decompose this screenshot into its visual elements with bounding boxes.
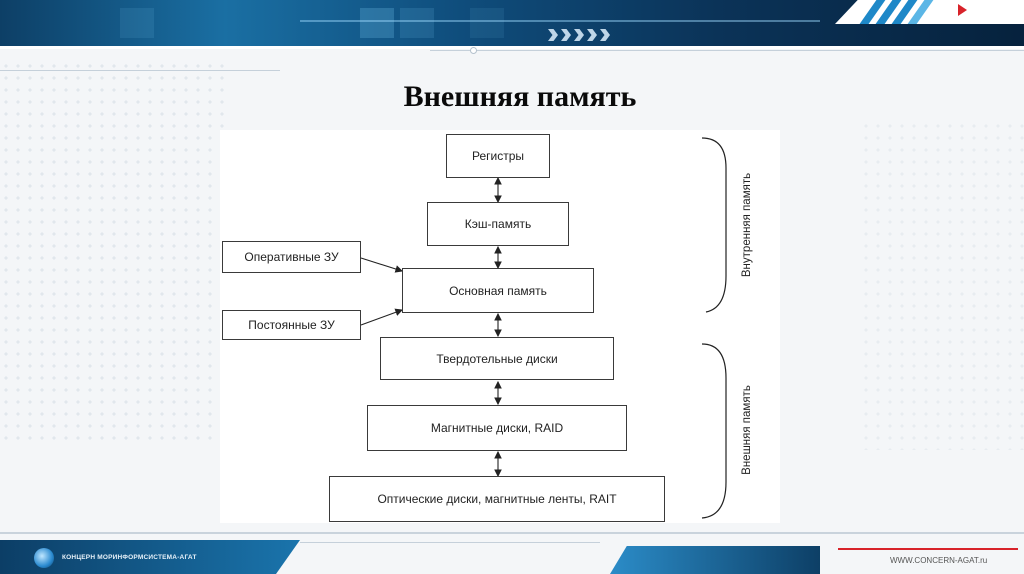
node-cache: Кэш-память: [427, 202, 569, 246]
node-ram: Оперативные ЗУ: [222, 241, 361, 273]
banner-tile: [400, 8, 434, 38]
red-triangle-icon: [958, 4, 967, 16]
banner-tile: [120, 8, 154, 38]
deco-line: [430, 50, 1024, 51]
footer-website-link[interactable]: WWW.CONCERN-AGAT.ru: [890, 556, 988, 565]
node-registers: Регистры: [446, 134, 550, 178]
node-main-memory: Основная память: [402, 268, 594, 313]
node-ssd: Твердотельные диски: [380, 337, 614, 380]
deco-line: [300, 542, 600, 543]
footer-red-line: [838, 548, 1018, 550]
banner-streak: [300, 20, 820, 22]
diagram-connectors: [360, 137, 727, 519]
top-divider: [0, 46, 1024, 49]
arrow-rom-main: [360, 308, 404, 326]
group-label-external: Внешняя память: [741, 385, 753, 475]
deco-dot: [470, 47, 477, 54]
banner-tile: [470, 8, 504, 38]
group-label-internal: Внутренняя память: [741, 172, 753, 278]
footer-divider: [0, 532, 1024, 534]
node-magnetic-disks: Магнитные диски, RAID: [367, 405, 627, 451]
chevrons-decoration: [548, 28, 613, 46]
brace-internal: [701, 137, 727, 313]
footer-accent: [610, 546, 820, 574]
node-optical-tapes: Оптические диски, магнитные ленты, RAIT: [329, 476, 665, 522]
dots-pattern-left: [0, 60, 230, 440]
footer-company-name: КОНЦЕРН МОРИНФОРМСИСТЕМА-АГАТ: [62, 554, 197, 561]
banner-tile: [360, 8, 394, 38]
page-title: Внешняя память: [403, 80, 637, 113]
node-rom: Постоянные ЗУ: [222, 310, 361, 340]
dots-pattern-right: [860, 120, 1024, 450]
company-logo-icon: [34, 548, 54, 568]
arrow-ram-main: [360, 257, 404, 273]
memory-hierarchy-diagram: Регистры Кэш-память Оперативные ЗУ Основ…: [220, 130, 780, 523]
brace-external: [701, 343, 727, 519]
